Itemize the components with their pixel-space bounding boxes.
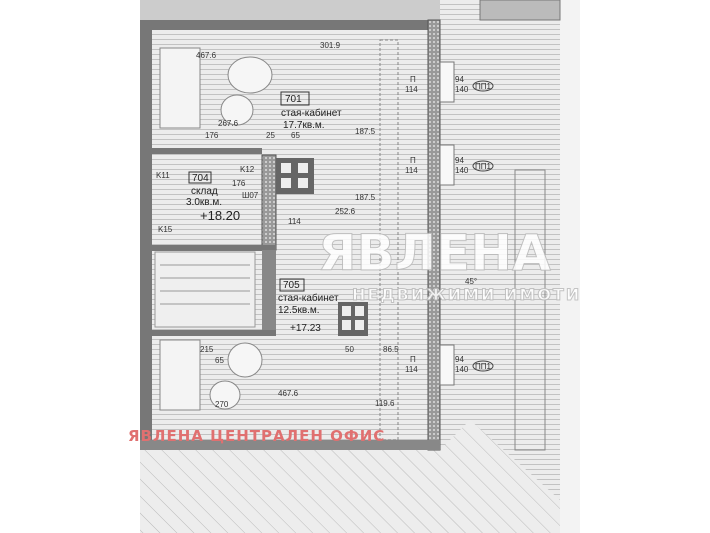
svg-text:86.5: 86.5 xyxy=(383,345,399,354)
svg-text:114: 114 xyxy=(405,85,418,94)
svg-text:НЕДВИЖИМИ ИМОТИ: НЕДВИЖИМИ ИМОТИ xyxy=(352,285,581,304)
svg-text:65: 65 xyxy=(291,131,300,140)
svg-text:140: 140 xyxy=(455,166,469,175)
svg-text:K15: K15 xyxy=(158,225,173,234)
wall-left xyxy=(140,20,152,450)
svg-text:12.5кв.м.: 12.5кв.м. xyxy=(278,305,320,316)
svg-text:704: 704 xyxy=(192,173,209,184)
svg-text:140: 140 xyxy=(455,365,469,374)
svg-text:467.6: 467.6 xyxy=(278,389,299,398)
window-tag-1: П 114 94 140 ПП1 xyxy=(405,75,494,94)
window-tag-3: П 114 94 140 ПП1 xyxy=(405,355,494,374)
svg-text:94: 94 xyxy=(455,355,464,364)
svg-text:17.7кв.м.: 17.7кв.м. xyxy=(283,120,325,131)
staircase xyxy=(154,251,256,328)
svg-text:187.5: 187.5 xyxy=(355,193,376,202)
svg-text:стая-кабинет: стая-кабинет xyxy=(281,107,342,119)
svg-text:270: 270 xyxy=(215,400,229,409)
svg-text:187.5: 187.5 xyxy=(355,127,376,136)
svg-text:ПП1: ПП1 xyxy=(475,82,492,91)
svg-text:Ш07: Ш07 xyxy=(242,191,259,200)
svg-text:301.9: 301.9 xyxy=(320,41,341,50)
svg-text:252.6: 252.6 xyxy=(335,207,356,216)
room-701-label: 701 стая-кабинет 17.7кв.м. xyxy=(280,91,342,131)
svg-text:467.6: 467.6 xyxy=(196,51,217,60)
svg-text:ПП1: ПП1 xyxy=(475,162,492,171)
room-704-label: 704 склад 3.0кв.м. +18.20 xyxy=(186,171,240,223)
svg-text:K12: K12 xyxy=(240,165,255,174)
svg-text:склад: склад xyxy=(191,186,218,197)
svg-text:П: П xyxy=(410,355,416,364)
roof-area xyxy=(140,420,560,533)
svg-text:25: 25 xyxy=(266,131,275,140)
svg-text:114: 114 xyxy=(405,166,418,175)
svg-text:701: 701 xyxy=(285,94,302,105)
svg-text:П: П xyxy=(410,156,416,165)
svg-text:K11: K11 xyxy=(156,171,170,180)
svg-text:94: 94 xyxy=(455,156,464,165)
room-705-label: 705 стая-кабинет 12.5кв.м. +17.23 xyxy=(278,278,339,334)
svg-text:705: 705 xyxy=(283,280,300,291)
svg-text:119.6: 119.6 xyxy=(375,399,395,408)
svg-text:ЯВЛЕНА: ЯВЛЕНА xyxy=(318,224,551,282)
svg-text:+17.23: +17.23 xyxy=(290,323,321,334)
svg-text:ПП1: ПП1 xyxy=(475,362,492,371)
svg-text:3.0кв.м.: 3.0кв.м. xyxy=(186,197,222,208)
svg-text:215: 215 xyxy=(200,345,214,354)
svg-text:94: 94 xyxy=(455,75,464,84)
roof-angle: 45° xyxy=(465,277,477,286)
svg-text:+18.20: +18.20 xyxy=(200,208,240,223)
office-label: ЯВЛЕНА ЦЕНТРАЛЕН ОФИС xyxy=(128,427,385,445)
svg-text:176: 176 xyxy=(232,179,246,188)
svg-text:176: 176 xyxy=(205,131,219,140)
window-tag-2: П 114 94 140 ПП1 xyxy=(405,156,494,175)
svg-text:267.6: 267.6 xyxy=(218,119,239,128)
svg-text:114: 114 xyxy=(405,365,418,374)
watermark-logo: ЯВЛЕНА НЕДВИЖИМИ ИМОТИ xyxy=(318,224,581,305)
svg-text:стая-кабинет: стая-кабинет xyxy=(278,292,339,304)
svg-text:65: 65 xyxy=(215,356,224,365)
dimension-labels: 467.6 301.9 267.6 176 25 65 187.5 187.5 … xyxy=(196,41,399,409)
svg-text:50: 50 xyxy=(345,345,354,354)
svg-text:114: 114 xyxy=(288,217,301,226)
svg-text:П: П xyxy=(410,75,416,84)
wall-top xyxy=(140,20,440,30)
svg-text:140: 140 xyxy=(455,85,469,94)
chimney-icon xyxy=(338,302,368,336)
chimney-icon xyxy=(276,158,314,194)
wall-bottom xyxy=(140,440,440,450)
